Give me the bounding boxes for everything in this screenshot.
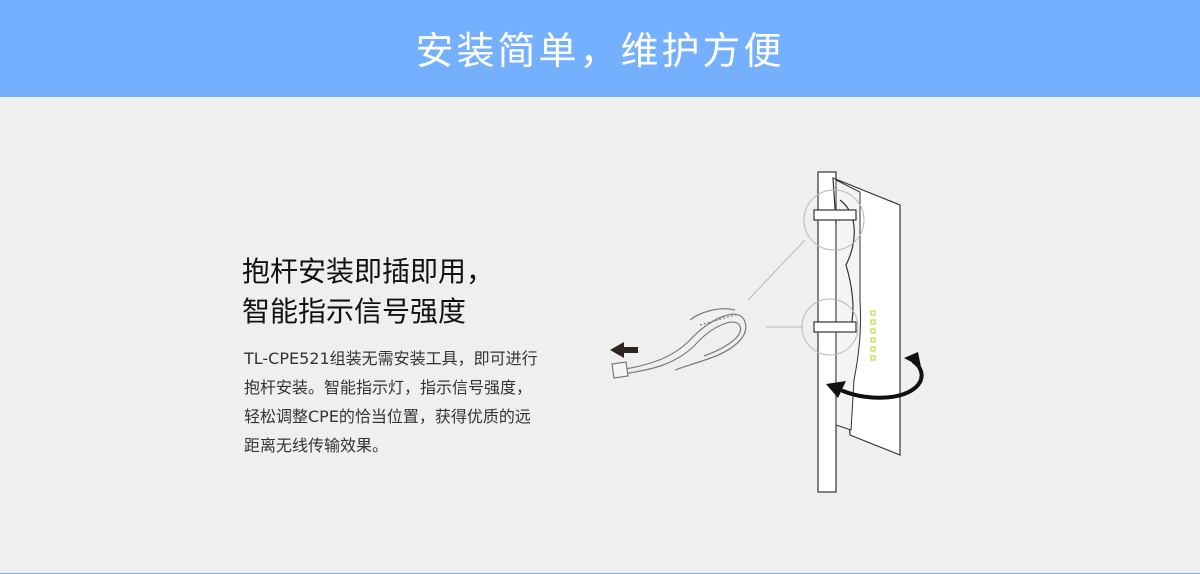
description-line-3: 轻松调整CPE的恰当位置，获得优质的远 [244,407,531,426]
headline-line-1: 抱杆安装即插即用， [242,255,495,288]
description-line-1: TL-CPE521组装无需安装工具，即可进行 [244,349,538,368]
banner: 安装简单，维护方便 [0,0,1200,97]
banner-title: 安装简单，维护方便 [415,29,785,73]
left-arrow-icon [610,342,638,358]
description-line-2: 抱杆安装。智能指示灯，指示信号强度， [244,378,533,397]
feature-description: TL-CPE521组装无需安装工具，即可进行 抱杆安装。智能指示灯，指示信号强度… [244,344,584,460]
feature-headline: 抱杆安装即插即用， 智能指示信号强度 [242,252,494,332]
rotate-arrow-icon [826,352,924,400]
description-line-4: 距离无线传输效果。 [244,436,389,455]
cable-tie-icon [611,308,747,379]
pole-mount-cpe-icon [747,171,901,493]
headline-line-2: 智能指示信号强度 [242,295,467,328]
